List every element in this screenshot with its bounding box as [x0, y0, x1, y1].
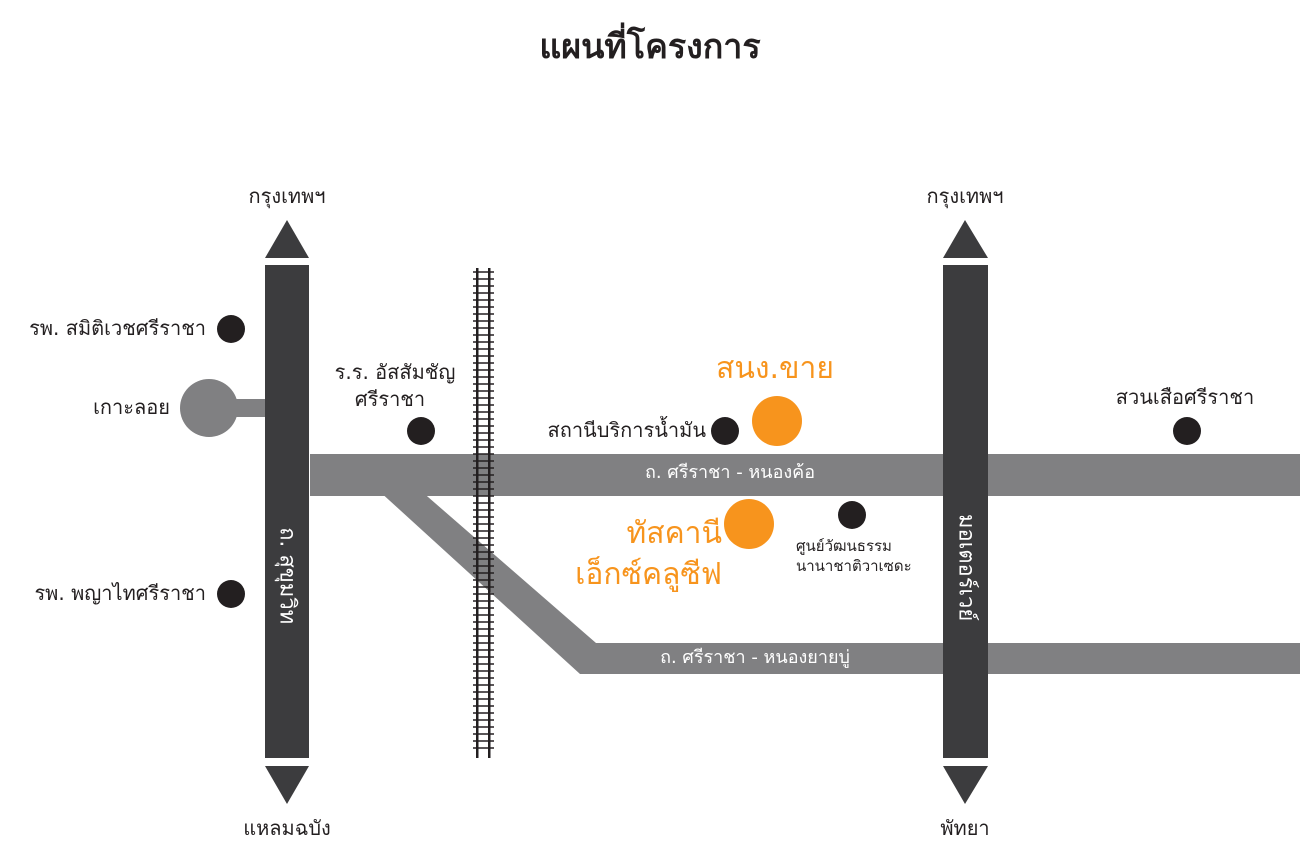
assumption-label-line1: ร.ร. อัสสัมชัญ [334, 360, 456, 384]
motorway-south-label: พัทยา [940, 816, 990, 840]
cultural-center-marker[interactable] [838, 501, 866, 529]
project-name-line1: ทัสคานี [626, 516, 722, 551]
phyathai-marker[interactable] [217, 580, 245, 608]
road-diagonal-connector [378, 490, 596, 674]
road-motorway [943, 265, 988, 758]
gas-station-marker[interactable] [711, 417, 739, 445]
assumption-marker[interactable] [407, 417, 435, 445]
cultural-center-label-line2: นานาชาติวาเซดะ [796, 557, 912, 575]
road-sriracha-nongyaiboo [580, 643, 1300, 674]
tiger-zoo-label: สวนเสือศรีราชา [1115, 385, 1255, 409]
page-title: แผนที่โครงการ [539, 27, 761, 67]
project-name-line2: เอ็กซ์คลูซีฟ [575, 557, 722, 592]
samitivej-marker[interactable] [217, 315, 245, 343]
cultural-center-label-line1: ศูนย์วัฒนธรรม [796, 537, 892, 555]
phyathai-label: รพ. พญาไทศรีราชา [34, 581, 206, 605]
sukhumvit-north-label: กรุงเทพฯ [248, 184, 326, 208]
samitivej-label: รพ. สมิติเวชศรีราชา [29, 316, 206, 340]
gas-station-label: สถานีบริการน้ำมัน [547, 418, 707, 442]
sukhumvit-south-label: แหลมฉบัง [243, 816, 331, 840]
motorway-south-arrow [943, 766, 988, 804]
motorway-north-label: กรุงเทพฯ [926, 184, 1004, 208]
sriracha-nongyaiboo-label: ถ. ศรีราชา - หนองยายบู่ [660, 647, 850, 668]
assumption-label-line2: ศรีราชา [354, 387, 426, 411]
tiger-zoo-marker[interactable] [1173, 417, 1201, 445]
sukhumvit-road-label: ถ. สุขุมวิท [274, 527, 300, 625]
koh-loy-marker[interactable] [180, 379, 238, 437]
koh-loy-label: เกาะลอย [93, 395, 170, 419]
project-marker[interactable] [724, 499, 774, 549]
road-sukhumvit [265, 265, 309, 758]
railway-track [473, 268, 494, 758]
sukhumvit-south-arrow [265, 766, 309, 804]
motorway-north-arrow [943, 220, 988, 258]
motorway-road-label: มอเตอร์เวย์ [953, 513, 979, 622]
sriracha-nongkho-label: ถ. ศรีราชา - หนองค้อ [644, 462, 816, 483]
sukhumvit-north-arrow [265, 220, 309, 258]
sales-office-label: สนง.ขาย [716, 351, 834, 386]
sales-office-marker[interactable] [752, 396, 802, 446]
